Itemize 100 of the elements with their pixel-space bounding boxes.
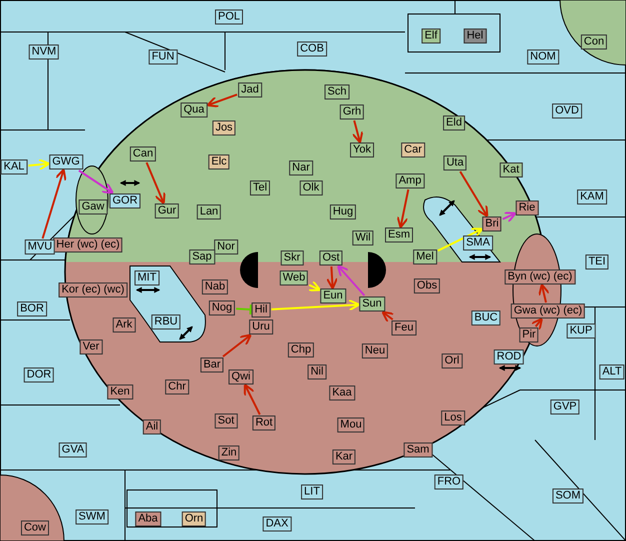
land-region — [107, 384, 133, 400]
region-name: Ver — [82, 340, 100, 352]
region-name: Neu — [364, 344, 386, 356]
region-name: SWM — [78, 510, 106, 522]
region-name: Ail — [146, 420, 158, 432]
region-name: Wil — [355, 232, 371, 244]
sea-region — [434, 474, 464, 490]
land-region — [238, 82, 262, 98]
sea-region — [463, 236, 493, 250]
sea-region — [49, 154, 83, 170]
sea-region — [494, 350, 524, 364]
land-region — [443, 156, 467, 170]
land-region — [337, 418, 365, 432]
sea-region — [471, 310, 501, 326]
region-name: Mou — [340, 418, 362, 430]
land-region — [288, 342, 314, 358]
sea-region — [566, 324, 596, 338]
land-region — [443, 116, 465, 130]
region-name: Elc — [211, 156, 227, 168]
sea-region — [134, 270, 160, 286]
order-arrow — [206, 94, 238, 108]
region-name: GOR — [112, 194, 138, 206]
land-region — [414, 278, 440, 294]
region-name: ALT — [602, 366, 622, 378]
region-name: Eun — [323, 290, 343, 302]
region-name: Elf — [424, 30, 438, 42]
land-region — [212, 120, 236, 136]
region-name: Gwa — [514, 304, 536, 316]
region-name: Sot — [218, 414, 234, 426]
sea-region — [527, 50, 559, 64]
region-name: NOM — [530, 50, 556, 62]
region-name: Chr — [168, 380, 186, 392]
land-region — [80, 340, 102, 354]
sea-region — [109, 194, 141, 208]
sea-region — [552, 104, 582, 118]
region-name: Kar — [335, 450, 353, 462]
sea-region — [76, 510, 108, 524]
region-name: Lan — [200, 206, 218, 218]
land-region — [189, 250, 215, 264]
sea-region — [550, 400, 580, 414]
region-name: Yok — [353, 144, 371, 156]
order-arrow — [78, 170, 114, 194]
region-name: DOR — [26, 368, 52, 380]
order-arrow — [352, 120, 364, 144]
region-name: Kaa — [332, 386, 352, 398]
land-region — [53, 238, 123, 252]
land-region — [202, 280, 228, 294]
sea-region — [0, 160, 28, 174]
land-region — [350, 142, 374, 158]
region-name: Car — [404, 144, 422, 156]
sea-region — [28, 44, 60, 60]
region-name: Ken — [110, 386, 130, 398]
land-region — [208, 154, 230, 170]
region-name: Qua — [184, 104, 204, 116]
region-name: Mel — [416, 250, 434, 262]
region-name: MVU — [28, 240, 52, 252]
region-name: Grh — [342, 106, 362, 118]
region-name: Zin — [221, 446, 237, 458]
region-name: Esm — [388, 228, 410, 240]
region-name: Hug — [332, 206, 354, 218]
land-region — [359, 296, 385, 312]
land-region — [329, 386, 355, 400]
land-region — [196, 204, 222, 220]
region-name: Nog — [212, 302, 232, 314]
land-region — [130, 146, 156, 162]
region-name: Ark — [116, 318, 132, 330]
land-region — [228, 370, 254, 384]
land-region — [580, 34, 608, 50]
region-name: Nab — [204, 280, 226, 292]
region-name: KAM — [580, 190, 604, 202]
order-arrow — [336, 264, 366, 296]
region-name: FRO — [437, 476, 461, 488]
land-region — [340, 104, 364, 120]
sea-region — [297, 42, 327, 56]
region-name: Olk — [302, 182, 320, 194]
region-name: TEI — [588, 256, 606, 268]
region-name: KAL — [4, 160, 24, 172]
land-region — [21, 520, 49, 536]
region-name: Pir — [522, 328, 536, 340]
land-region — [330, 204, 356, 220]
land-region — [413, 250, 437, 264]
region-name: Orl — [444, 354, 460, 366]
region-name: Rie — [518, 202, 536, 214]
region-name: RBU — [154, 316, 178, 328]
land-region — [280, 250, 304, 266]
land-region — [320, 288, 346, 304]
region-name: SMA — [466, 236, 490, 248]
land-region — [280, 270, 308, 286]
region-name: SOM — [555, 490, 581, 502]
land-region — [396, 174, 424, 188]
coast-label: (wc) — [530, 270, 550, 282]
land-region — [250, 180, 270, 196]
order-arrow — [538, 284, 550, 303]
order-arrow — [396, 189, 410, 228]
region-name: KUP — [570, 324, 592, 336]
land-region — [165, 380, 189, 394]
land-region — [516, 200, 538, 216]
land-region — [289, 160, 313, 176]
land-region — [214, 240, 238, 254]
land-region — [182, 512, 206, 526]
